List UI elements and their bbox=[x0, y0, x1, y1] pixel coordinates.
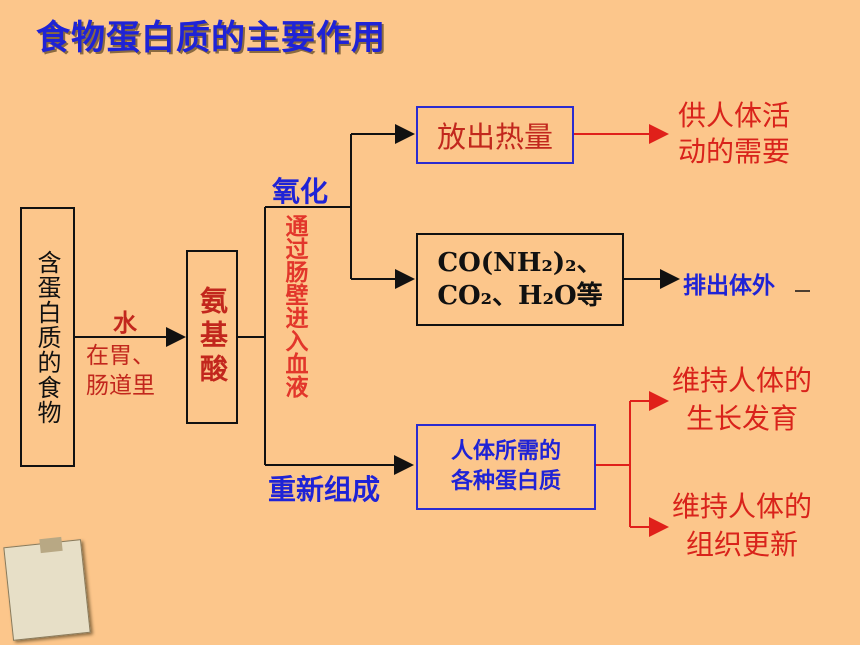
growth-label: 维持人体的 生长发育 bbox=[672, 364, 813, 435]
oxidation-label: 氧化 bbox=[272, 175, 329, 208]
protein-line-2: 各种蛋白质 bbox=[450, 469, 561, 494]
food-node-label: 含蛋白质的食物 bbox=[33, 249, 61, 425]
amino-acid-node: 氨基酸 bbox=[186, 250, 238, 424]
heat-node: 放出热量 bbox=[416, 106, 574, 164]
amino-acid-label: 氨基酸 bbox=[196, 286, 229, 388]
paper-note-decoration bbox=[3, 539, 91, 641]
blood-absorption-label: 通过肠壁进入血液 bbox=[281, 214, 307, 398]
recombine-label: 重新组成 bbox=[268, 473, 381, 506]
waste-line-1: CO(NH₂)₂、 bbox=[437, 248, 603, 278]
food-node: 含蛋白质的食物 bbox=[20, 207, 75, 467]
heat-node-label: 放出热量 bbox=[436, 120, 553, 154]
protein-line-1: 人体所需的 bbox=[450, 439, 561, 465]
excrete-label: 排出体外 bbox=[683, 273, 775, 299]
body-protein-node: 人体所需的 各种蛋白质 bbox=[416, 424, 596, 510]
activity-label: 供人体活 动的需要 bbox=[678, 99, 791, 169]
waste-line-2: CO₂、H₂O等 bbox=[437, 280, 603, 311]
renew-label: 维持人体的 组织更新 bbox=[672, 490, 813, 561]
paper-clip-decoration bbox=[39, 536, 63, 554]
water-label: 水 bbox=[113, 309, 137, 337]
waste-products-node: CO(NH₂)₂、 CO₂、H₂O等 bbox=[416, 233, 624, 326]
page-title: 食物蛋白质的主要作用 bbox=[36, 18, 386, 58]
stomach-label: 在胃、 肠道里 bbox=[86, 343, 155, 399]
